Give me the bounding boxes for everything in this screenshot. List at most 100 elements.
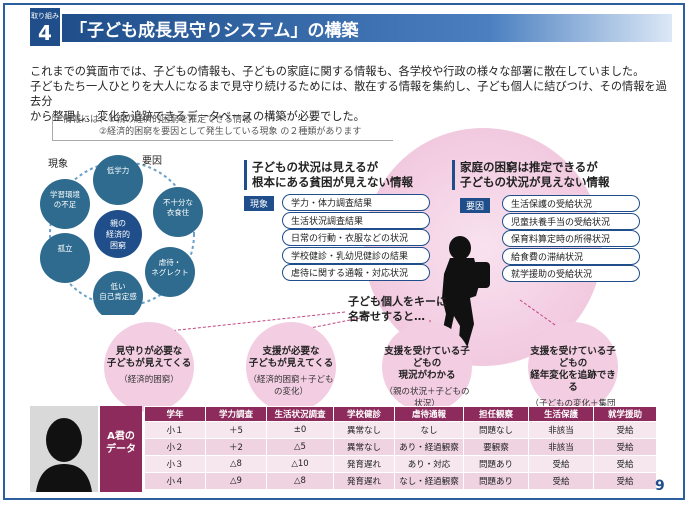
left-info-item: 生活状況調査結果 — [282, 211, 430, 229]
result-heading-line: 支援が必要な — [262, 346, 320, 357]
table-cell: 要観察 — [463, 438, 529, 456]
table-cell: あり・経過観察 — [394, 438, 464, 456]
diagram-node-label: 虐待・ ネグレクト — [151, 258, 189, 277]
result-sub: （経済的困窮） — [119, 375, 179, 385]
result-heading-line: 子どもが見えてくる — [106, 358, 192, 369]
table-cell: 受給 — [528, 455, 594, 473]
table-header-cell: 学校健診 — [333, 406, 395, 422]
side-label-text: A君の データ — [106, 431, 136, 455]
table-header-cell: 虐待通報 — [394, 406, 464, 422]
table-cell: 小２ — [144, 438, 206, 456]
key-message: 子ども個人をキーに 名寄せすると… — [348, 294, 447, 324]
badge-number: 4 — [38, 21, 52, 45]
right-info-item: 生活保護の受給状況 — [502, 195, 640, 212]
table-cell: 異常なし — [333, 421, 395, 439]
table-cell: △8 — [266, 472, 334, 490]
table-header-cell: 学年 — [144, 406, 206, 422]
title-bar — [62, 14, 672, 42]
table-header-cell: 担任観察 — [463, 406, 529, 422]
child-data-section: A君の データ 学年学力調査生活状況調査学校健診虐待通報担任観察生活保護就学援助… — [30, 406, 670, 492]
table-header-cell: 生活保護 — [528, 406, 594, 422]
table-cell: 問題なし — [463, 421, 529, 439]
page-number: 9 — [655, 478, 665, 494]
tag-phenomenon: 現象 — [244, 196, 275, 211]
right-panel-heading-line: 家庭の困窮は推定できるが — [460, 160, 598, 174]
table-cell: 非該当 — [528, 421, 594, 439]
table-cell: 小４ — [144, 472, 206, 490]
table-cell: 受給 — [593, 438, 657, 456]
result-heading: 支援が必要な子どもが見えてくる — [246, 346, 336, 370]
result-heading-line: 現況がわかる — [398, 370, 456, 381]
diagram-node-label: 低い 自己肯定感 — [99, 282, 137, 301]
result-heading-line: 見守りが必要な — [115, 346, 183, 357]
poverty-cycle-diagram — [40, 155, 203, 315]
right-panel-heading-line: 子どもの状況が見えない情報 — [460, 175, 610, 189]
person-silhouette-icon — [36, 418, 92, 492]
node-study-environment — [40, 179, 90, 229]
table-cell: ±0 — [266, 421, 334, 439]
table-cell: △8 — [205, 455, 267, 473]
result-heading-line: 支援を受けている子どもの — [530, 346, 616, 369]
result-circle: 支援が必要な子どもが見えてくる （経済的困窮＋子どもの変化） — [246, 322, 336, 412]
table-cell: ＋5 — [205, 421, 267, 439]
left-panel-heading: 子どもの状況は見えるが 根本にある貧困が見えない情報 — [244, 160, 413, 190]
label-phenomenon: 現象 — [48, 159, 68, 170]
result-sub: （親の状況＋子どもの状況） — [384, 387, 470, 409]
table-cell: 受給 — [593, 472, 657, 490]
left-panel-heading-line: 子どもの状況は見えるが — [252, 160, 379, 174]
table-cell: △10 — [266, 455, 334, 473]
table-header-cell: 学力調査 — [205, 406, 267, 422]
table-cell: △5 — [266, 438, 334, 456]
node-isolation — [40, 233, 90, 283]
table-header-cell: 就学援助 — [593, 406, 657, 422]
diagram-node-label: 学習環境 の不足 — [50, 190, 80, 209]
left-info-item: 日常の行動・衣服などの状況 — [282, 229, 430, 246]
result-heading-line: 支援を受けている子どもの — [384, 346, 470, 369]
result-heading: 支援を受けている子どもの経年変化を追跡できる — [528, 346, 618, 394]
result-heading: 支援を受けている子どもの現況がわかる — [382, 346, 472, 382]
table-cell: なし・経過観察 — [394, 472, 464, 490]
diagram-node-label: 低学力 — [106, 166, 130, 175]
table-cell: 小１ — [144, 421, 206, 439]
table-cell: 発育遅れ — [333, 455, 395, 473]
note-line: 情報には、①親の経済的困窮を推定できる情報 — [63, 115, 251, 125]
node-low-self-esteem — [93, 271, 143, 315]
info-note: 情報には、①親の経済的困窮を推定できる情報 ②経済的困窮を要因として発生している… — [52, 114, 393, 141]
node-low-academic — [93, 155, 143, 205]
table-cell: なし — [394, 421, 464, 439]
table-cell: 受給 — [593, 455, 657, 473]
table-cell: 受給 — [593, 421, 657, 439]
table-header-cell: 生活状況調査 — [266, 406, 334, 422]
data-side-label: A君の データ — [100, 406, 142, 492]
key-message-line: 名寄せすると… — [348, 310, 425, 323]
table-cell: 受給 — [528, 472, 594, 490]
table-cell: △9 — [205, 472, 267, 490]
note-line: ②経済的困窮を要因として発生している現象 — [99, 127, 278, 137]
right-info-item: 保育料算定時の所得状況 — [502, 230, 640, 247]
left-panel-heading-line: 根本にある貧困が見えない情報 — [252, 175, 413, 189]
result-sub: （経済的困窮＋子どもの変化） — [248, 375, 334, 397]
right-info-item: 就学援助の受給状況 — [502, 265, 640, 282]
diagram-node-label: 孤立 — [57, 244, 73, 253]
left-info-item: 虐待に関する通報・対応状況 — [282, 264, 430, 281]
node-abuse — [145, 247, 195, 297]
table-cell: 発育遅れ — [333, 472, 395, 490]
intro-line: これまでの箕面市では、子どもの情報も、子どもの家庭に関する情報も、各学校や行政の… — [30, 65, 645, 78]
table-cell: 問題あり — [463, 472, 529, 490]
badge-label: 取り組み — [31, 12, 59, 20]
table-cell: 異常なし — [333, 438, 395, 456]
label-cause: 要因 — [142, 156, 162, 167]
table-cell: 非該当 — [528, 438, 594, 456]
table-cell: 問題あり — [463, 455, 529, 473]
result-heading: 見守りが必要な子どもが見えてくる — [104, 346, 194, 370]
result-heading-line: 子どもが見えてくる — [248, 358, 334, 369]
intro-line: 子どもたち一人ひとりを大人になるまで見守り続けるためには、散在する情報を集約し、… — [30, 80, 667, 108]
key-message-line: 子ども個人をキーに — [348, 295, 447, 308]
table-cell: 小３ — [144, 455, 206, 473]
left-info-item: 学校健診・乳幼児健診の結果 — [282, 246, 430, 264]
